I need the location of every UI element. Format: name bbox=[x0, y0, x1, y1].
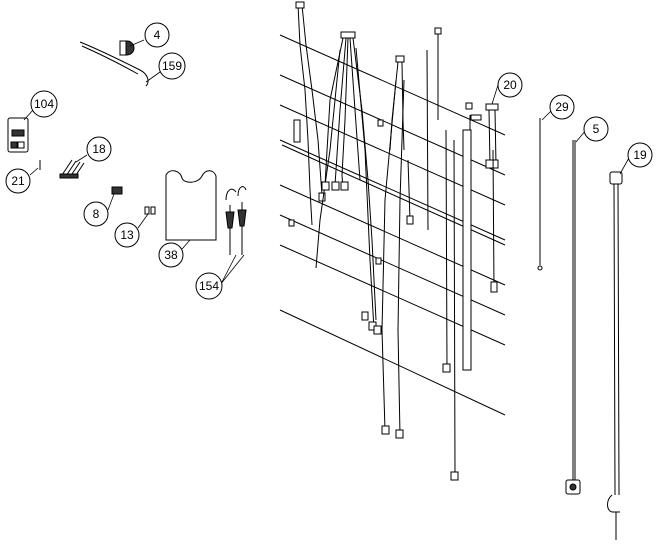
callout-21: 21 bbox=[5, 168, 31, 194]
callout-13: 13 bbox=[114, 222, 140, 248]
callout-19: 19 bbox=[627, 142, 653, 168]
sensor-cable-5 bbox=[565, 140, 581, 495]
callout-29-label: 29 bbox=[555, 100, 569, 114]
callout-5: 5 bbox=[583, 116, 609, 142]
callout-154: 154 bbox=[195, 272, 223, 300]
callout-13-label: 13 bbox=[120, 228, 134, 242]
wire-set-18 bbox=[59, 159, 85, 179]
probe-29 bbox=[537, 118, 543, 271]
clips-13 bbox=[144, 206, 156, 215]
sensor-cable-19 bbox=[607, 171, 623, 540]
hook-cords-154 bbox=[225, 186, 247, 255]
harness-wires bbox=[288, 1, 499, 481]
cable-assembly-159 bbox=[79, 40, 149, 87]
callout-8: 8 bbox=[83, 201, 109, 227]
callout-154-label: 154 bbox=[199, 279, 219, 293]
leader-lines bbox=[23, 39, 631, 286]
callout-18-label: 18 bbox=[92, 142, 106, 156]
callout-159: 159 bbox=[158, 52, 186, 80]
callout-18: 18 bbox=[86, 136, 112, 162]
callout-19-label: 19 bbox=[633, 148, 647, 162]
callout-104-label: 104 bbox=[34, 97, 54, 111]
callout-38-label: 38 bbox=[164, 248, 178, 262]
callout-5-label: 5 bbox=[593, 122, 600, 136]
callout-8-label: 8 bbox=[93, 207, 100, 221]
callout-38: 38 bbox=[158, 242, 184, 268]
callout-4: 4 bbox=[144, 22, 170, 48]
callout-29: 29 bbox=[549, 94, 575, 120]
callout-104: 104 bbox=[30, 90, 58, 118]
callout-20: 20 bbox=[497, 72, 523, 98]
callout-20-label: 20 bbox=[503, 78, 517, 92]
callout-21-label: 21 bbox=[11, 174, 25, 188]
callout-4-label: 4 bbox=[154, 28, 161, 42]
pad-38 bbox=[165, 170, 217, 241]
callout-159-label: 159 bbox=[162, 59, 182, 73]
connector-8 bbox=[111, 186, 123, 195]
control-module-104 bbox=[7, 117, 29, 153]
